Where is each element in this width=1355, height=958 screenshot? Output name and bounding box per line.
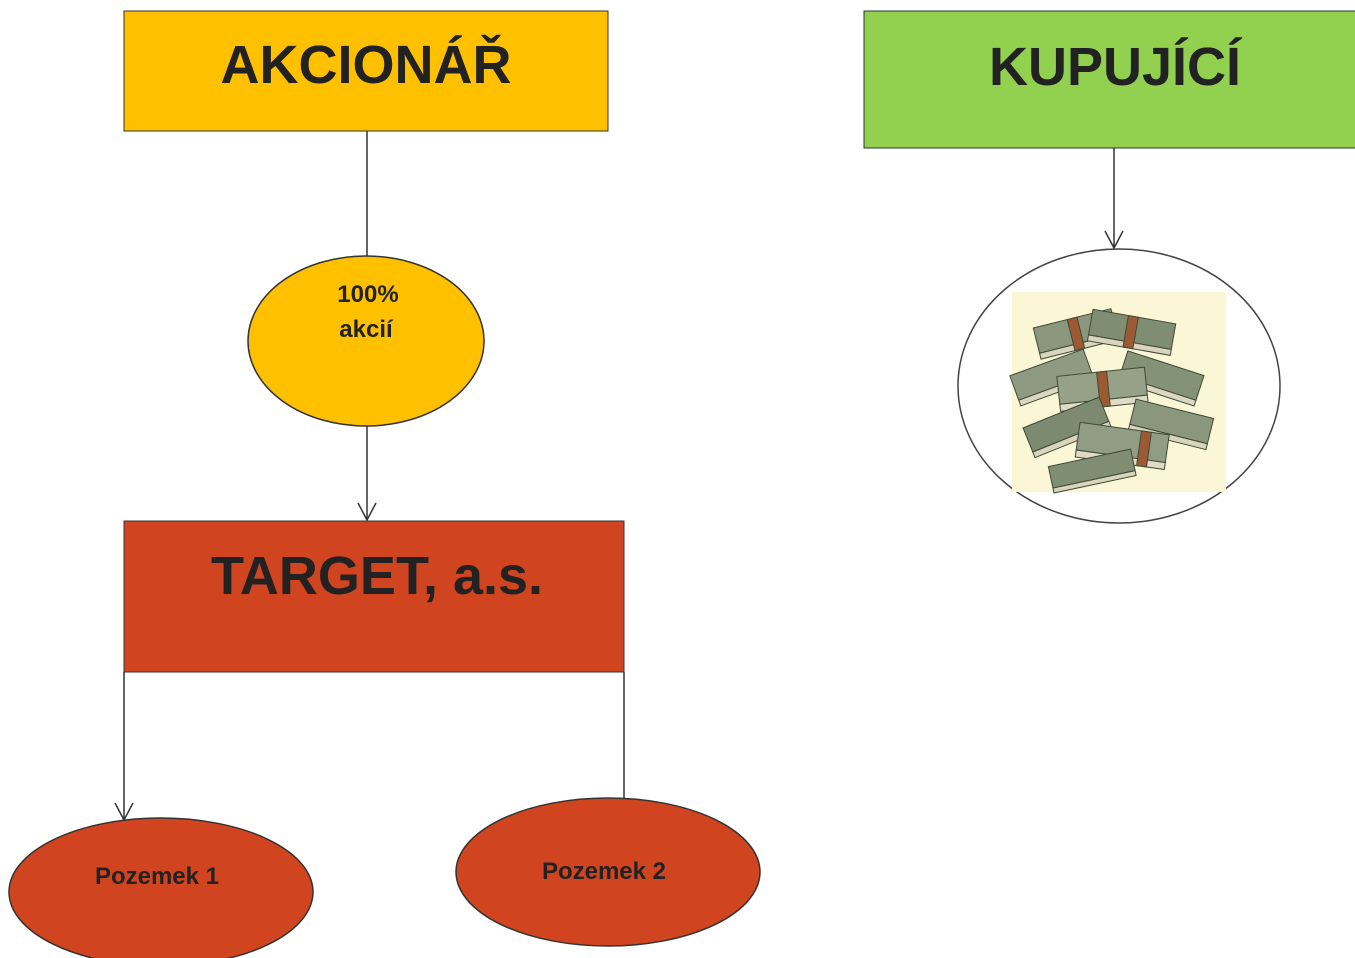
akcionar-label: AKCIONÁŘ bbox=[221, 34, 512, 95]
node-akcionar: AKCIONÁŘ bbox=[123, 10, 609, 132]
kupujici-label: KUPUJÍCÍ bbox=[989, 37, 1243, 97]
node-target: TARGET, a.s. bbox=[123, 520, 625, 673]
edge-shares-target-arrow bbox=[357, 502, 377, 522]
pozemek2-ellipse bbox=[455, 797, 761, 947]
node-money bbox=[957, 248, 1281, 524]
pozemek1-label: Pozemek 1 bbox=[95, 863, 219, 890]
money-stack-icon bbox=[1009, 292, 1226, 494]
node-pozemek1: Pozemek 1 bbox=[8, 817, 314, 958]
node-shares: 100% akcií bbox=[247, 255, 485, 427]
target-label: TARGET, a.s. bbox=[211, 546, 543, 606]
target-box bbox=[123, 520, 625, 673]
pozemek2-label: Pozemek 2 bbox=[542, 858, 666, 885]
shares-ellipse bbox=[247, 255, 485, 427]
kupujici-box bbox=[863, 10, 1355, 149]
shares-percent: 100% bbox=[337, 281, 398, 308]
shares-caption: akcií bbox=[339, 316, 394, 343]
node-kupujici: KUPUJÍCÍ bbox=[863, 10, 1355, 149]
node-pozemek2: Pozemek 2 bbox=[455, 797, 761, 947]
edge-kupujici-money-arrow bbox=[1104, 230, 1124, 250]
akcionar-box bbox=[123, 10, 609, 132]
pozemek1-ellipse bbox=[8, 817, 314, 958]
connectors bbox=[114, 131, 1124, 822]
